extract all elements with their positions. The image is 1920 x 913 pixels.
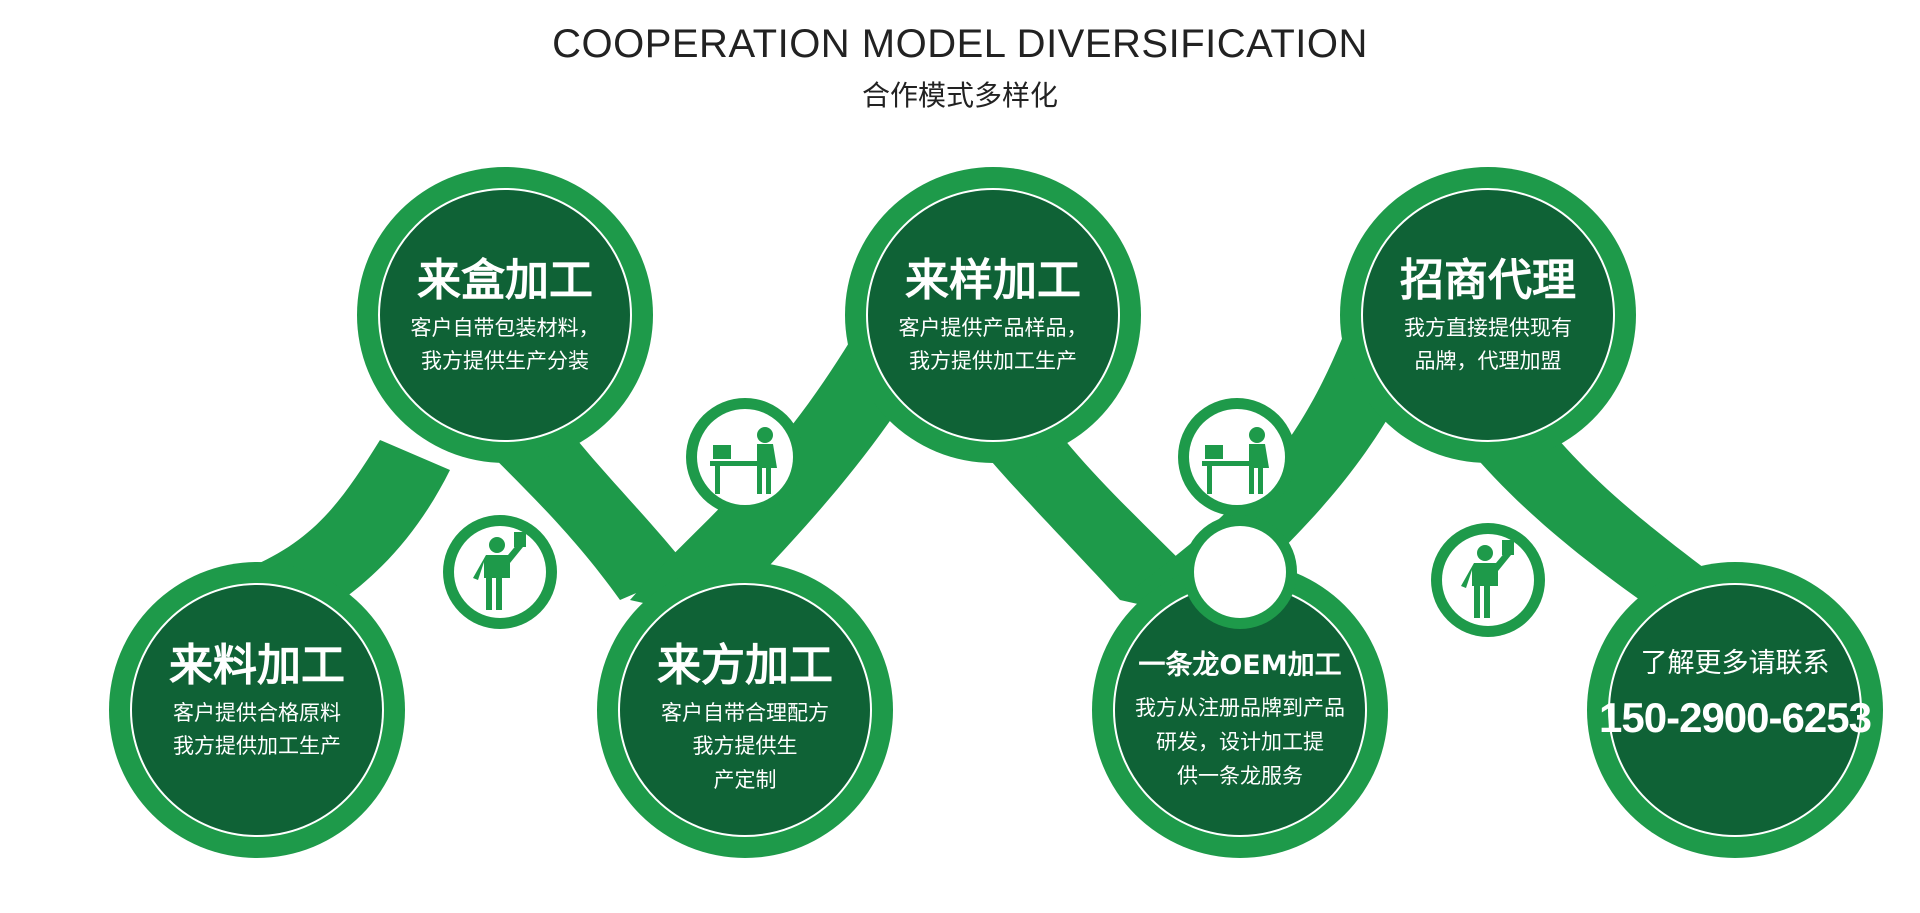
page-title: COOPERATION MODEL DIVERSIFICATION <box>552 22 1368 66</box>
node-circle-6 <box>1340 167 1636 463</box>
node-3: 来方加工 客户自带合理配方 我方提供生 产定制 <box>625 640 865 798</box>
node-circle-7 <box>1587 562 1883 858</box>
node-circle-3 <box>597 562 893 858</box>
node-3-desc-2: 我方提供生 <box>692 734 798 759</box>
person-holding-card-icon <box>1183 515 1297 629</box>
contact-phone[interactable]: 150-2900-6253 <box>1599 694 1872 742</box>
desk-worker-icon <box>1178 398 1296 516</box>
node-5-desc-3: 供一条龙服务 <box>1177 763 1303 788</box>
node-3-title: 来方加工 <box>657 640 833 691</box>
node-3-desc-3: 产定制 <box>713 767 777 792</box>
node-2-title: 来盒加工 <box>417 255 593 306</box>
node-circle-4 <box>845 167 1141 463</box>
node-5-desc-2: 研发，设计加工提 <box>1156 729 1324 754</box>
node-1-desc-1: 客户提供合格原料 <box>173 700 341 725</box>
node-5-title: 一条龙OEM加工 <box>1138 650 1342 681</box>
node-3-desc-1: 客户自带合理配方 <box>661 700 829 725</box>
node-2-desc-1: 客户自带包装材料， <box>410 315 600 340</box>
page-subtitle: 合作模式多样化 <box>861 79 1058 112</box>
node-1-title: 来料加工 <box>169 640 345 691</box>
desk-worker-icon <box>686 398 804 516</box>
node-circle-5 <box>1092 562 1388 858</box>
node-4-desc-1: 客户提供产品样品， <box>898 315 1088 340</box>
node-6-desc-2: 品牌，代理加盟 <box>1414 349 1562 374</box>
node-5: 一条龙OEM加工 我方从注册品牌到产品 研发，设计加工提 供一条龙服务 <box>1110 650 1370 793</box>
node-2-desc-2: 我方提供生产分装 <box>421 349 589 374</box>
node-circle-1 <box>109 562 405 858</box>
person-holding-card-icon <box>443 515 557 629</box>
node-7: 了解更多请联系 150-2900-6253 <box>1595 648 1875 742</box>
node-4-desc-2: 我方提供加工生产 <box>909 349 1077 374</box>
node-4-title: 来样加工 <box>905 255 1081 306</box>
node-4: 来样加工 客户提供产品样品， 我方提供加工生产 <box>873 255 1113 379</box>
node-circle-2 <box>357 167 653 463</box>
person-holding-card-icon <box>1431 523 1545 637</box>
node-5-desc-1: 我方从注册品牌到产品 <box>1135 696 1345 721</box>
node-6: 招商代理 我方直接提供现有 品牌，代理加盟 <box>1368 255 1608 379</box>
node-6-title: 招商代理 <box>1400 255 1576 306</box>
node-6-desc-1: 我方直接提供现有 <box>1404 315 1572 340</box>
node-2: 来盒加工 客户自带包装材料， 我方提供生产分装 <box>385 255 625 379</box>
node-1-desc-2: 我方提供加工生产 <box>173 734 341 759</box>
node-1: 来料加工 客户提供合格原料 我方提供加工生产 <box>137 640 377 764</box>
node-7-title: 了解更多请联系 <box>1640 648 1830 679</box>
